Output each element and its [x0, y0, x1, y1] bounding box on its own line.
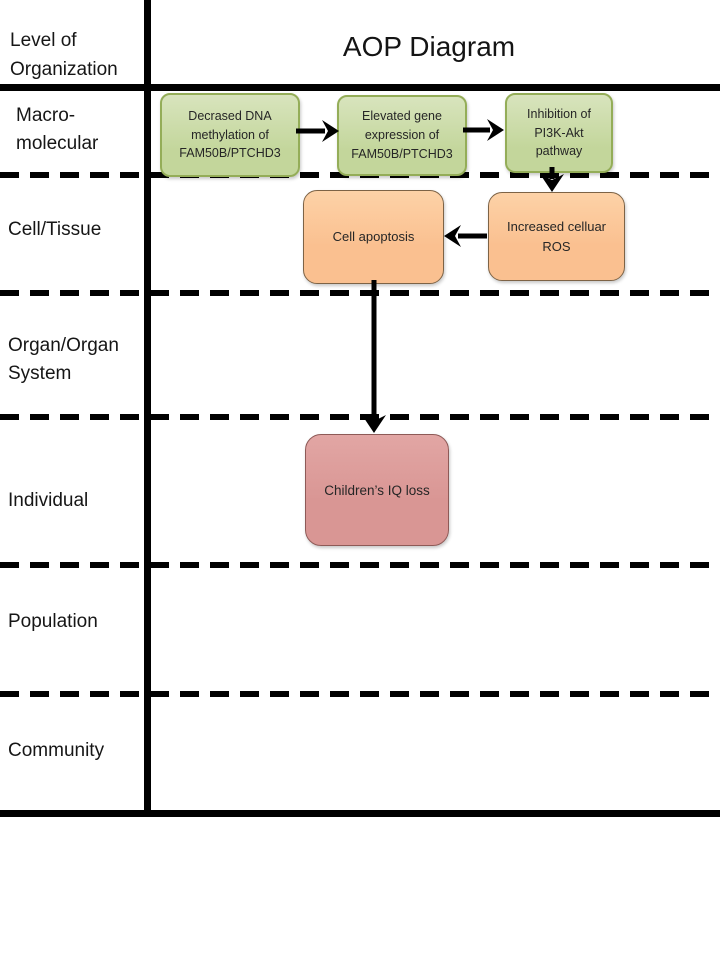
- node-cell-apoptosis: Cell apoptosis: [303, 190, 444, 284]
- node-decreased-dna-methylation: Decrased DNA methylation of FAM50B/PTCHD…: [160, 93, 300, 177]
- arrow-methylation-to-expression: [296, 120, 339, 142]
- arrow-apoptosis-to-iq-loss: [362, 280, 386, 433]
- arrow-expression-to-pi3k: [463, 119, 504, 141]
- node-pi3k-akt-inhibition: Inhibition of PI3K-Akt pathway: [505, 93, 613, 173]
- node-elevated-gene-expression: Elevated gene expression of FAM50B/PTCHD…: [337, 95, 467, 176]
- node-childrens-iq-loss: Children’s IQ loss: [305, 434, 449, 546]
- row-divider-dashed-4: [0, 562, 720, 568]
- column-divider-line: [144, 0, 151, 817]
- row-label-individual: Individual: [8, 490, 89, 511]
- arrow-ros-to-apoptosis: [444, 225, 487, 247]
- row-label-macromolecular: Macro- molecular: [16, 105, 99, 154]
- diagram-title: AOP Diagram: [342, 31, 516, 62]
- row-divider-dashed-2: [0, 290, 720, 296]
- node-increased-cellular-ros: Increased celluar ROS: [488, 192, 625, 281]
- row-label-community: Community: [8, 740, 105, 761]
- row-label-population: Population: [8, 611, 98, 632]
- header-divider-line: [0, 84, 720, 91]
- bottom-border-line: [0, 810, 720, 817]
- row-label-organ-system: Organ/Organ System: [8, 335, 119, 384]
- level-column-header: Level of Organization: [10, 30, 118, 80]
- row-divider-dashed-5: [0, 691, 720, 697]
- row-divider-dashed-3: [0, 414, 720, 420]
- row-label-cell-tissue: Cell/Tissue: [8, 219, 102, 240]
